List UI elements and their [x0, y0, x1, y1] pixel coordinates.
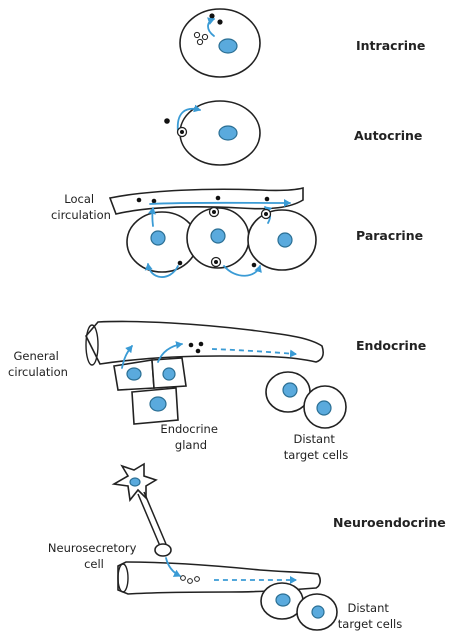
intracrine-panel: Intracrine [180, 9, 425, 77]
intracrine-nucleus [219, 39, 237, 53]
neuron-axon [138, 492, 166, 546]
autocrine-nucleus [219, 126, 237, 140]
autocrine-title: Autocrine [354, 128, 422, 143]
general-circulation-label: General circulation [8, 349, 68, 379]
axon-terminal [155, 544, 171, 556]
endocrine-gland-label: Endocrine gland [160, 422, 221, 452]
paracrine-panel: Local circulation Paracrine [51, 188, 423, 277]
neuroendocrine-title: Neuroendocrine [333, 515, 446, 530]
local-circulation-label: Local circulation [51, 192, 111, 222]
general-circulation-vessel [86, 321, 323, 364]
endocrine-title: Endocrine [356, 338, 426, 353]
neuroendocrine-panel: Neurosecretory cell Distant target cells… [48, 464, 446, 631]
autocrine-panel: Autocrine [164, 101, 422, 165]
autocrine-hormone [164, 118, 170, 124]
paracrine-title: Paracrine [356, 228, 423, 243]
distant-target-cells-label-2: Distant target cells [338, 601, 402, 631]
distant-target-cells-label: Distant target cells [284, 432, 348, 462]
intracrine-title: Intracrine [356, 38, 425, 53]
endocrine-panel: General circulation Endocrine gland Dist… [8, 321, 426, 462]
